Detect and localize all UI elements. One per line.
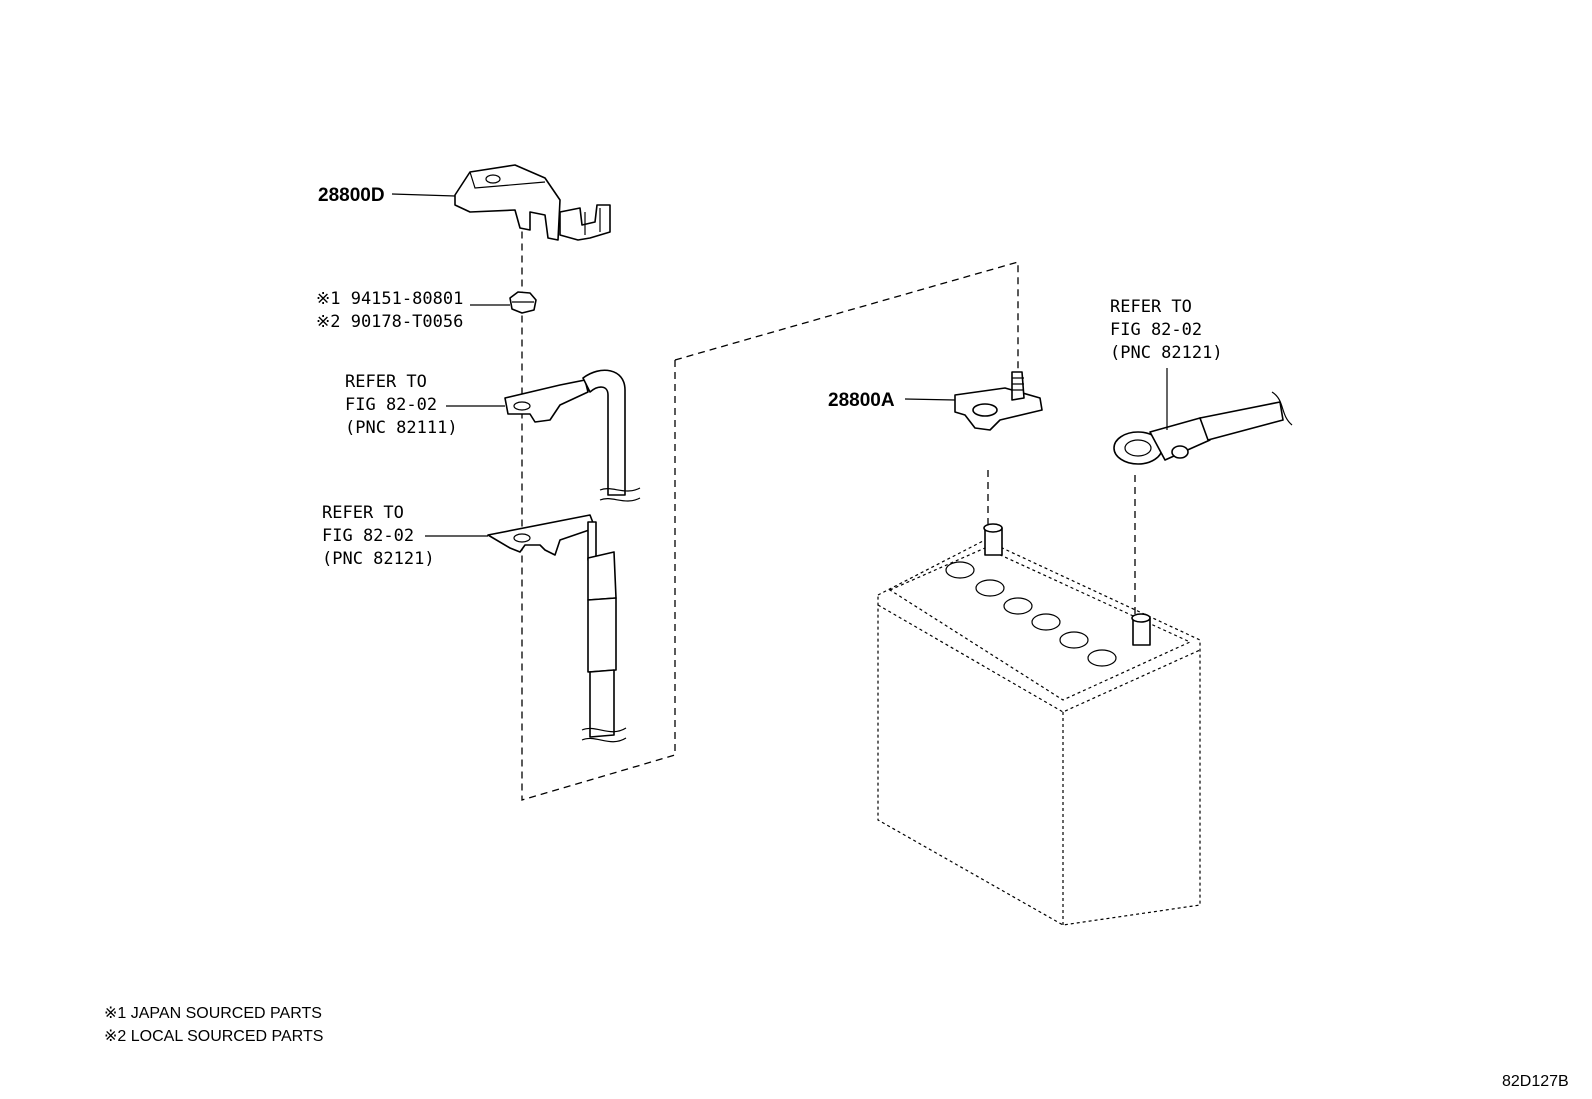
legend-japan-sourced: ※1 JAPAN SOURCED PARTS bbox=[104, 1005, 322, 1022]
leader-28800D bbox=[391, 193, 456, 197]
label-ref-lower-1: REFER TO bbox=[322, 503, 404, 523]
label-ref-right-3: (PNC 82121) bbox=[1110, 343, 1223, 363]
label-ref-upper-1: REFER TO bbox=[345, 372, 427, 392]
label-ref-upper-3: (PNC 82111) bbox=[345, 418, 458, 438]
negative-cable-terminal[interactable] bbox=[504, 369, 641, 502]
label-ref-right-1: REFER TO bbox=[1110, 297, 1192, 317]
battery-cell-caps bbox=[945, 561, 1117, 667]
assembly-frame-left bbox=[521, 220, 676, 801]
battery-clamp-28800A[interactable] bbox=[954, 371, 1043, 431]
battery[interactable] bbox=[877, 523, 1201, 926]
label-28800A: 28800A bbox=[828, 390, 895, 411]
terminal-cover-28800D[interactable] bbox=[454, 164, 611, 241]
label-ref-lower-3: (PNC 82121) bbox=[322, 549, 435, 569]
label-ref-lower-2: FIG 82-02 bbox=[322, 526, 414, 546]
figure-id: 82D127B bbox=[1502, 1073, 1569, 1090]
positive-cable-terminal[interactable] bbox=[487, 514, 627, 743]
positive-cable-right[interactable] bbox=[1113, 391, 1293, 465]
label-nut-japan: ※1 94151-80801 bbox=[316, 289, 463, 309]
terminal-nut[interactable] bbox=[509, 291, 537, 314]
assembly-frame bbox=[674, 261, 1019, 380]
label-nut-local: ※2 90178-T0056 bbox=[316, 312, 463, 332]
label-ref-upper-2: FIG 82-02 bbox=[345, 395, 437, 415]
label-28800D: 28800D bbox=[318, 185, 385, 206]
legend-local-sourced: ※2 LOCAL SOURCED PARTS bbox=[104, 1028, 323, 1045]
leader-28800A bbox=[904, 398, 956, 401]
label-ref-right-2: FIG 82-02 bbox=[1110, 320, 1202, 340]
